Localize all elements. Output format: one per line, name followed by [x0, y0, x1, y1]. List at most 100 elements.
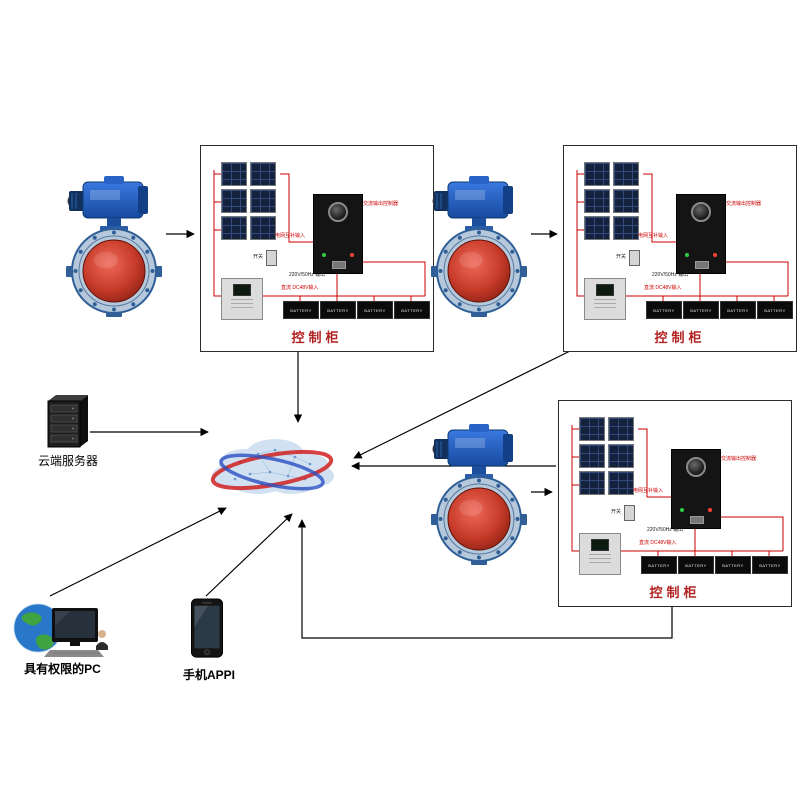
control-cabinet-3: 交流输出控制器 电网互补输入 开关 220V/50Hz 输出 直流 DC48V输…	[558, 400, 792, 607]
label-switch: 开关	[253, 254, 264, 260]
label-ac-output-controller: 交流输出控制器	[721, 456, 757, 462]
inverter-controller	[671, 449, 721, 529]
battery-label: BATTERY	[690, 307, 712, 313]
solar-panel	[221, 162, 247, 186]
green-led	[322, 253, 326, 257]
cabinet-title: 控制柜	[291, 330, 343, 345]
solar-panel-array	[584, 162, 642, 240]
solar-panel	[579, 417, 605, 441]
solar-panel	[250, 189, 276, 213]
meter-rows	[594, 299, 616, 311]
switch-box	[624, 505, 635, 521]
solar-panel	[608, 444, 634, 468]
power-meter	[221, 278, 263, 320]
internet-cloud-hub	[210, 439, 334, 494]
authorized-pc-label: 具有权限的PC	[24, 662, 101, 676]
arrow-phone-globe	[205, 513, 293, 597]
label-grid-input: 电网互补输入	[633, 488, 664, 494]
battery-label: BATTERY	[722, 562, 744, 568]
battery: BATTERY	[320, 301, 356, 319]
controller-port	[695, 261, 709, 269]
label-dc-input: 直流 DC48V输入	[639, 540, 677, 546]
battery: BATTERY	[357, 301, 393, 319]
power-meter	[584, 278, 626, 320]
battery-label: BATTERY	[401, 307, 423, 313]
label-dc-input: 直流 DC48V输入	[644, 285, 682, 291]
link-cabinet3-globe-bottom	[297, 519, 673, 639]
control-cabinet-1: 交流输出控制器 电网互补输入 开关 220V/50Hz 输出 直流 DC48V输…	[200, 145, 434, 352]
meter-rows	[231, 299, 253, 311]
battery-label: BATTERY	[648, 562, 670, 568]
meter-screen	[591, 539, 609, 551]
battery: BATTERY	[641, 556, 677, 574]
battery: BATTERY	[678, 556, 714, 574]
electric-butterfly-valve-2	[431, 176, 527, 317]
battery: BATTERY	[752, 556, 788, 574]
label-switch: 开关	[616, 254, 627, 260]
solar-panel	[250, 216, 276, 240]
battery: BATTERY	[683, 301, 719, 319]
red-led	[713, 253, 717, 257]
cabinet-title: 控制柜	[654, 330, 706, 345]
blue-orbit-swirl	[219, 453, 325, 491]
label-switch: 开关	[611, 509, 622, 515]
controller-port	[332, 261, 346, 269]
label-ac-output-controller: 交流输出控制器	[726, 201, 762, 207]
battery-label: BATTERY	[764, 307, 786, 313]
solar-panel	[221, 216, 247, 240]
solar-panel-array	[579, 417, 637, 495]
solar-panel	[613, 216, 639, 240]
label-ac-output: 220V/50Hz 输出	[647, 527, 684, 533]
solar-panel	[584, 216, 610, 240]
red-led	[708, 508, 712, 512]
meter-rows	[589, 554, 611, 566]
battery: BATTERY	[720, 301, 756, 319]
battery: BATTERY	[394, 301, 430, 319]
controller-knob	[686, 457, 706, 477]
label-ac-output: 220V/50Hz 输出	[289, 272, 326, 278]
smartphone-icon	[191, 598, 223, 658]
pc-with-globe-icon	[13, 603, 108, 657]
solar-panel	[613, 162, 639, 186]
inverter-controller	[676, 194, 726, 274]
server-icon	[47, 395, 88, 448]
controller-knob	[691, 202, 711, 222]
battery: BATTERY	[715, 556, 751, 574]
switch-box	[629, 250, 640, 266]
solar-panel-array	[221, 162, 279, 240]
solar-panel	[613, 189, 639, 213]
label-dc-input: 直流 DC48V输入	[281, 285, 319, 291]
battery-label: BATTERY	[759, 562, 781, 568]
battery-label: BATTERY	[727, 307, 749, 313]
arrow-cabinet2-globe	[353, 349, 573, 459]
control-cabinet-2: 交流输出控制器 电网互补输入 开关 220V/50Hz 输出 直流 DC48V输…	[563, 145, 797, 352]
battery-label: BATTERY	[364, 307, 386, 313]
battery-label: BATTERY	[653, 307, 675, 313]
controller-knob	[328, 202, 348, 222]
green-led	[680, 508, 684, 512]
battery: BATTERY	[283, 301, 319, 319]
label-ac-output-controller: 交流输出控制器	[363, 201, 399, 207]
cloud-server-label: 云端服务器	[37, 454, 98, 468]
inverter-controller	[313, 194, 363, 274]
battery-label: BATTERY	[327, 307, 349, 313]
switch-box	[266, 250, 277, 266]
battery-label: BATTERY	[685, 562, 707, 568]
battery: BATTERY	[757, 301, 793, 319]
solar-panel	[579, 444, 605, 468]
solar-panel	[608, 471, 634, 495]
red-led	[350, 253, 354, 257]
solar-panel	[579, 471, 605, 495]
electric-butterfly-valve-3	[431, 424, 527, 565]
solar-panel	[250, 162, 276, 186]
green-led	[685, 253, 689, 257]
solar-panel	[584, 189, 610, 213]
battery: BATTERY	[646, 301, 682, 319]
solar-panel	[608, 417, 634, 441]
power-meter	[579, 533, 621, 575]
meter-screen	[596, 284, 614, 296]
cabinet-title: 控制柜	[649, 585, 701, 600]
controller-port	[690, 516, 704, 524]
electric-butterfly-valve-1	[66, 176, 162, 317]
